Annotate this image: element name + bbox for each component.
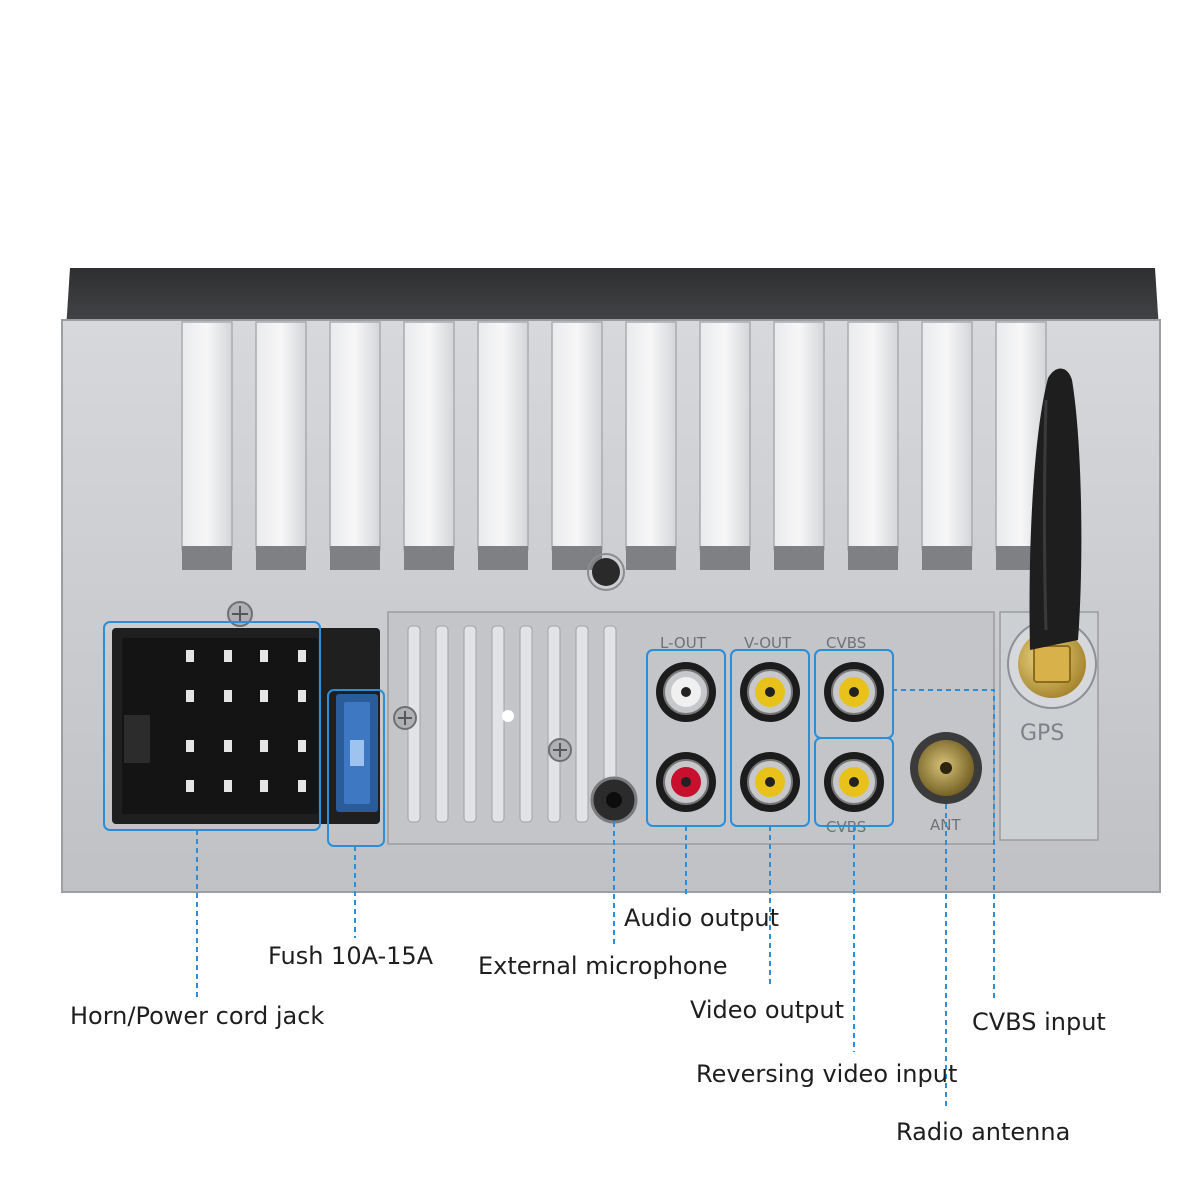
heatsink-fin [625, 321, 677, 551]
heatsink-fin [403, 321, 455, 551]
connector-pin [186, 650, 194, 662]
connector-pin [298, 690, 306, 702]
heatsink-fins [181, 321, 1047, 570]
mark-v-out: V-OUT [744, 634, 792, 652]
iso-power-connector [112, 628, 380, 824]
rca-jack [656, 662, 716, 722]
connector-pins [186, 650, 306, 792]
heatsink-fin [551, 321, 603, 551]
grill-slot [547, 625, 561, 823]
rca-jacks [656, 662, 884, 812]
callout-box-power [103, 621, 321, 831]
microphone-jack [590, 776, 638, 824]
fin-slot [848, 546, 898, 570]
label-reversing-video-input: Reversing video input [696, 1060, 958, 1088]
fin-slot [182, 546, 232, 570]
fin-slot [478, 546, 528, 570]
connector-pin [298, 780, 306, 792]
screw-top-left [227, 601, 253, 627]
fuse [336, 694, 378, 812]
label-horn-power: Horn/Power cord jack [70, 1002, 325, 1030]
connector-pin [224, 650, 232, 662]
heatsink-fin [847, 321, 899, 551]
fin-slot [922, 546, 972, 570]
grill-slot [463, 625, 477, 823]
rca-jack [824, 752, 884, 812]
connector-pin [224, 690, 232, 702]
screw-center [548, 738, 572, 762]
leader-cvbs [892, 689, 995, 1000]
heatsink-fin [477, 321, 529, 551]
radio-antenna-socket [910, 732, 982, 804]
connector-pin [298, 740, 306, 752]
rca-jack [656, 752, 716, 812]
connector-pin [260, 690, 268, 702]
label-video-output: Video output [690, 996, 845, 1024]
heatsink-fin [255, 321, 307, 551]
label-fuse: Fush 10A-15A [268, 942, 434, 970]
label-external-microphone: External microphone [478, 952, 728, 980]
connector-pin [224, 740, 232, 752]
grill-slot [435, 625, 449, 823]
fin-slot [626, 546, 676, 570]
fin-slot [700, 546, 750, 570]
connector-pin [260, 780, 268, 792]
connector-pin [260, 650, 268, 662]
connector-pin [224, 780, 232, 792]
heatsink-fin [921, 321, 973, 551]
label-cvbs-input: CVBS input [972, 1008, 1106, 1036]
connector-pin [186, 780, 194, 792]
mark-l-out: L-OUT [660, 634, 707, 652]
mark-cvbs-top: CVBS [826, 634, 866, 652]
heatsink-fin [181, 321, 233, 551]
heatsink-fin [699, 321, 751, 551]
heatsink-fin [773, 321, 825, 551]
label-audio-output: Audio output [624, 904, 780, 932]
rca-jack [740, 662, 800, 722]
connector-pin [186, 690, 194, 702]
fin-slot [330, 546, 380, 570]
mounting-hole [587, 553, 625, 591]
grill-hole [502, 710, 514, 722]
screw-middle [393, 706, 417, 730]
heatsink-fin [329, 321, 381, 551]
mark-gps: GPS [1020, 721, 1064, 746]
grill-slots [407, 625, 617, 823]
fin-slot [774, 546, 824, 570]
connector-pin [186, 740, 194, 752]
fin-slot [404, 546, 454, 570]
grill-slot [575, 625, 589, 823]
gps-antenna [1007, 368, 1097, 709]
fin-slot [256, 546, 306, 570]
rca-jack [740, 752, 800, 812]
connector-pin [298, 650, 306, 662]
grill-slot [519, 625, 533, 823]
rca-jack [824, 662, 884, 722]
leader-lines [196, 689, 995, 1110]
grill-slot [491, 625, 505, 823]
connector-pin [260, 740, 268, 752]
label-radio-antenna: Radio antenna [896, 1118, 1071, 1146]
